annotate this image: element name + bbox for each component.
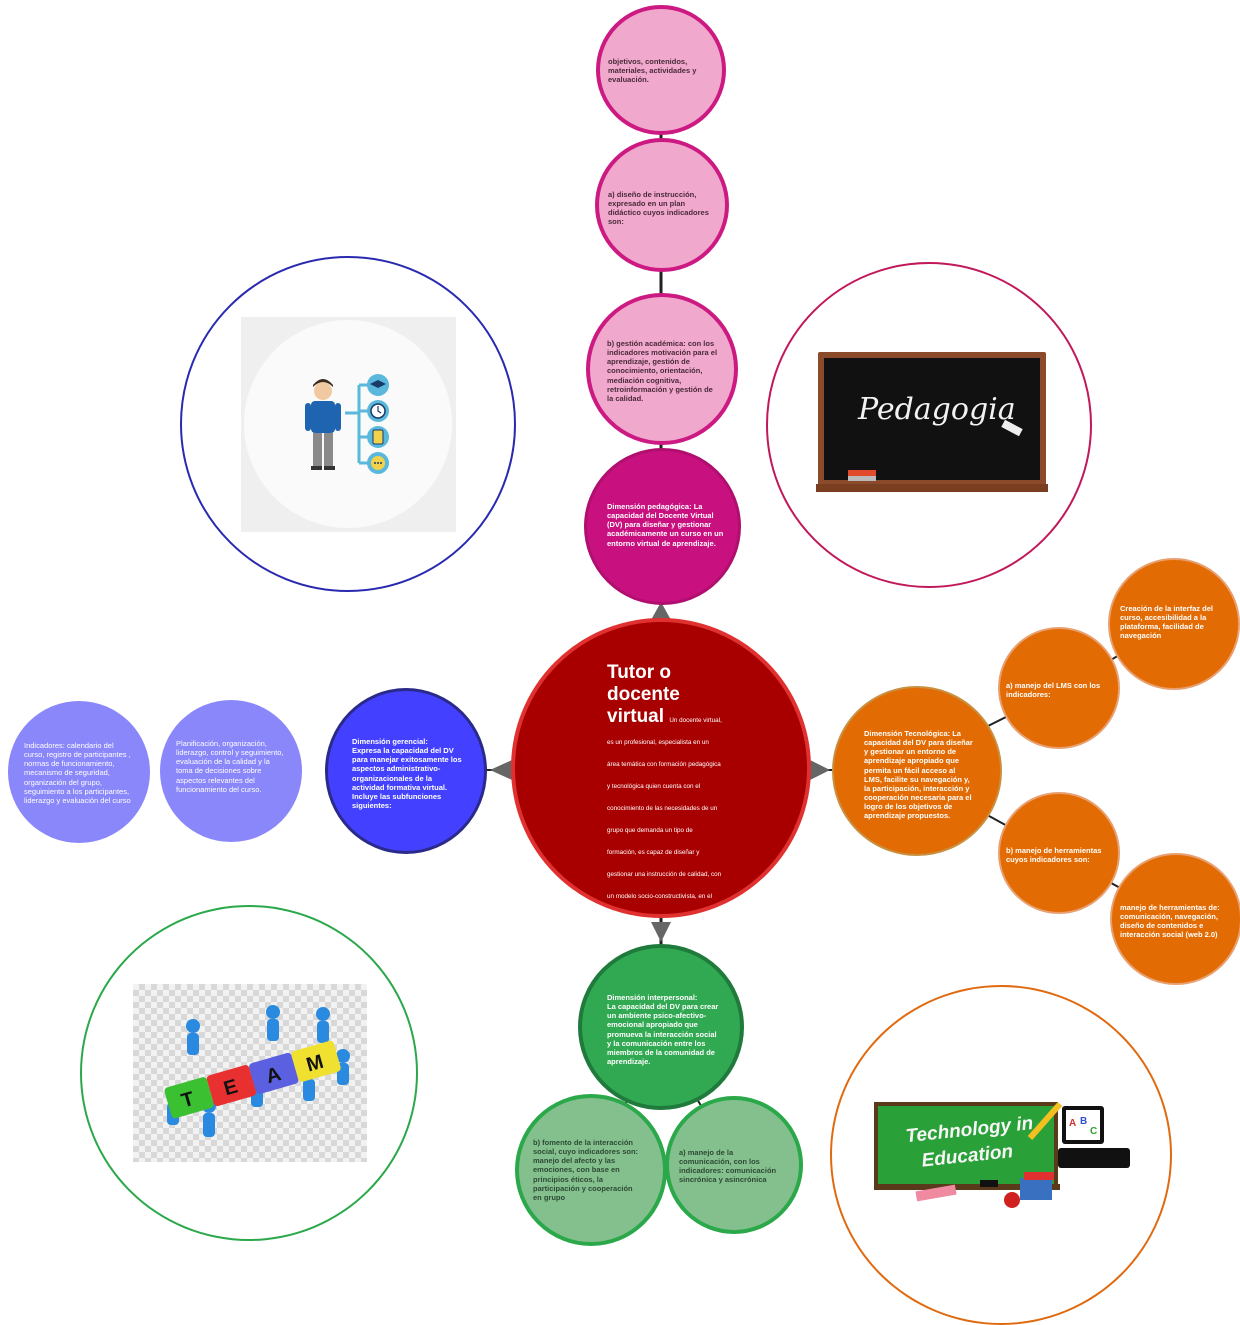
node-text: manejo de herramientas de: comunicación,… bbox=[1120, 903, 1220, 940]
pedagogica-body: La capacidad del Docente Virtual (DV) pa… bbox=[607, 502, 724, 548]
tecnologica-child-interfaz[interactable]: Creación de la interfaz del curso, acces… bbox=[1108, 558, 1240, 690]
pedagogica-child-objetivos[interactable]: objetivos, contenidos, materiales, activ… bbox=[596, 5, 726, 135]
node-text: b) gestión académica: con los indicadore… bbox=[607, 339, 718, 403]
center-node[interactable]: Tutor o docente virtual Un docente virtu… bbox=[511, 618, 811, 918]
puzzle-letter: A bbox=[264, 1063, 284, 1088]
node-text: objetivos, contenidos, materiales, activ… bbox=[608, 57, 697, 85]
pedagogica-node[interactable]: Dimensión pedagógica: La capacidad del D… bbox=[584, 448, 741, 605]
abc-letter: A bbox=[1069, 1118, 1076, 1129]
node-text: b) fomento de la interacción social, cuy… bbox=[533, 1138, 639, 1202]
interpersonal-node[interactable]: Dimensión interpersonal: La capacidad de… bbox=[578, 944, 744, 1110]
arrow-right bbox=[810, 760, 830, 780]
gerencial-child-planificacion[interactable]: Planificación, organización, liderazgo, … bbox=[160, 700, 302, 842]
gerencial-node[interactable]: Dimensión gerencial: Expresa la capacida… bbox=[325, 688, 487, 854]
center-content: Tutor o docente virtual Un docente virtu… bbox=[607, 662, 722, 914]
pedagogica-child-diseno[interactable]: a) diseño de instrucción, expresado en u… bbox=[595, 138, 729, 272]
center-title: Tutor o docente virtual Un docente virtu… bbox=[607, 662, 722, 914]
node-text: Dimensión interpersonal: La capacidad de… bbox=[607, 993, 719, 1066]
node-text: a) manejo del LMS con los indicadores: bbox=[1006, 681, 1101, 700]
teacher-icon bbox=[305, 379, 341, 470]
node-text: a) manejo de la comunicación, con los in… bbox=[679, 1148, 777, 1185]
team-puzzle-image: T E A M bbox=[133, 984, 367, 1162]
node-text: Indicadores: calendario del curso, regis… bbox=[24, 741, 131, 805]
node-text: a) diseño de instrucción, expresado en u… bbox=[608, 190, 709, 227]
node-text: Dimensión gerencial: Expresa la capacida… bbox=[352, 737, 464, 810]
tecnologica-body: La capacidad del DV para diseñar y gesti… bbox=[864, 729, 973, 821]
technology-education-image: Technology in Education A B C bbox=[870, 1100, 1136, 1220]
puzzle-letter: M bbox=[304, 1051, 326, 1077]
gerencial-title: Dimensión gerencial: bbox=[352, 737, 428, 746]
chalkboard-image: Pedagogia bbox=[816, 352, 1048, 496]
node-text: b) manejo de herramientas cuyos indicado… bbox=[1006, 846, 1102, 865]
interpersonal-title: Dimensión interpersonal: bbox=[607, 993, 698, 1002]
graduation-cap-icon bbox=[367, 374, 389, 396]
node-text: Planificación, organización, liderazgo, … bbox=[176, 739, 284, 794]
tecnologica-child-herramientas[interactable]: b) manejo de herramientas cuyos indicado… bbox=[998, 792, 1120, 914]
center-title-line: docente bbox=[607, 684, 680, 705]
interpersonal-child-comunicacion[interactable]: a) manejo de la comunicación, con los in… bbox=[665, 1096, 803, 1234]
tecnologica-node[interactable]: Dimensión Tecnológica: La capacidad del … bbox=[832, 686, 1002, 856]
arrow-up bbox=[651, 602, 671, 620]
node-text: Dimensión Tecnológica: La capacidad del … bbox=[864, 729, 974, 820]
chalkboard-surface bbox=[824, 358, 1040, 480]
abc-letter: C bbox=[1090, 1126, 1097, 1137]
teacher-image bbox=[241, 317, 456, 532]
tecnologica-title: Dimensión Tecnológica: bbox=[864, 729, 951, 738]
arrow-down bbox=[651, 922, 671, 942]
team-puzzle-illustration: T E A M bbox=[164, 1005, 350, 1137]
center-title-line: Tutor o bbox=[607, 662, 672, 683]
abc-letter: B bbox=[1080, 1116, 1087, 1127]
pedagogica-child-gestion[interactable]: b) gestión académica: con los indicadore… bbox=[586, 293, 738, 445]
eraser-base bbox=[848, 476, 876, 481]
interpersonal-child-fomento[interactable]: b) fomento de la interacción social, cuy… bbox=[515, 1094, 667, 1246]
gerencial-child-indicadores[interactable]: Indicadores: calendario del curso, regis… bbox=[8, 701, 150, 843]
gerencial-body: Expresa la capacidad del DV para manejar… bbox=[352, 746, 462, 810]
teacher-illustration bbox=[244, 320, 452, 528]
center-title-line: virtual bbox=[607, 706, 665, 727]
interpersonal-body: La capacidad del DV para crear un ambien… bbox=[607, 1002, 719, 1066]
node-text: Dimensión pedagógica: La capacidad del D… bbox=[607, 502, 725, 548]
eraser bbox=[848, 470, 876, 478]
tecnologica-child-lms[interactable]: a) manejo del LMS con los indicadores: bbox=[998, 627, 1120, 749]
node-text: Creación de la interfaz del curso, acces… bbox=[1120, 604, 1213, 641]
clock-icon bbox=[367, 400, 389, 422]
center-body: Un docente virtual, es un profesional, e… bbox=[607, 717, 722, 900]
pedagogica-title: Dimensión pedagógica: bbox=[607, 502, 692, 511]
tecnologica-child-herramientas-detalle[interactable]: manejo de herramientas de: comunicación,… bbox=[1110, 853, 1240, 985]
technology-illustration: Technology in Education A B C bbox=[874, 1102, 1130, 1208]
puzzle-letter: T bbox=[179, 1088, 197, 1113]
chalkboard-text: Pedagogia bbox=[858, 392, 1016, 427]
puzzle-letter: E bbox=[221, 1075, 240, 1100]
chat-bubble-icon bbox=[367, 452, 389, 474]
chalk-tray bbox=[816, 484, 1048, 492]
tablet-icon bbox=[367, 426, 389, 448]
arrow-left bbox=[490, 760, 512, 780]
